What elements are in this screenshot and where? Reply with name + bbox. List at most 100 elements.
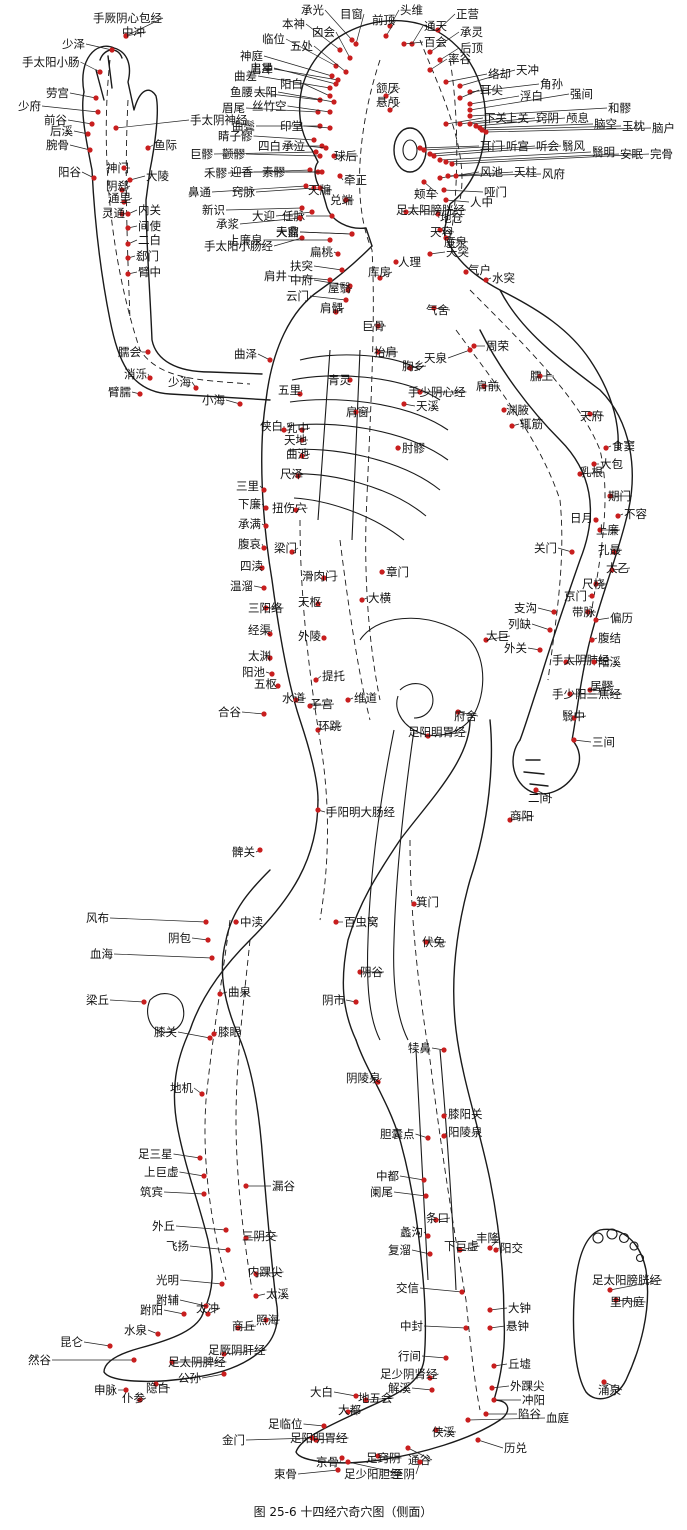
acupoint-label: 阴郄 [106, 179, 129, 193]
acupoint-215: 胆囊点 [380, 1127, 431, 1141]
acupoint-dot [93, 95, 99, 101]
acupoint-label: 天枢 [298, 595, 321, 609]
acupoint-148: 扭伤穴 [272, 501, 308, 515]
acupoint-label: 带脉 [572, 605, 595, 619]
leader-line [333, 1391, 357, 1397]
acupoint-label: 水突 [492, 271, 515, 285]
acupoint-265: 金门 [222, 1433, 315, 1447]
acupoint-label: 安眠 [620, 147, 643, 161]
acupoint-dot [611, 549, 617, 555]
acupoint-label: 天溪 [416, 399, 439, 413]
leader-line [477, 1439, 504, 1449]
acupoint-dot [313, 1437, 319, 1443]
acupoint-label: 少海 [168, 375, 191, 389]
acupoint-label: 下巨虚 [444, 1239, 479, 1253]
acupoint-158: 太乙 [606, 561, 631, 575]
acupoint-93: 新识 [202, 203, 305, 217]
acupoint-label: 鱼腰 [230, 85, 253, 99]
acupoint-label: 阴陵泉 [346, 1071, 381, 1085]
acupoint-73: 安眠 [443, 147, 643, 165]
acupoint-dot [85, 131, 91, 137]
acupoint-label: 玉枕 [622, 119, 645, 133]
acupoint-label: 内关 [138, 203, 161, 217]
acupoint-dot [487, 1307, 493, 1313]
acupoint-dot [119, 187, 125, 193]
acupoint-label: 侠溪 [432, 1425, 455, 1439]
leader-line [257, 75, 331, 89]
acupoint-label: 梁门 [274, 541, 297, 555]
acupoint-label: 灵通 [102, 206, 125, 220]
leader-line [315, 1437, 349, 1441]
acupoint-dot [137, 1397, 143, 1403]
acupoint-61: 玉枕 [479, 119, 645, 133]
acupoint-30: 承灵 [427, 25, 483, 55]
acupoint-dot [589, 637, 595, 643]
acupoint-dot [89, 121, 95, 127]
acupoint-dot [437, 227, 443, 233]
acupoint-dot [253, 1271, 259, 1277]
acupoint-label: 丰隆 [476, 1231, 499, 1245]
acupoint-label: 足少阴肾经 [380, 1367, 438, 1381]
acupoint-168: 偏历 [593, 611, 633, 625]
acupoint-dot [437, 175, 443, 181]
acupoint-131: 天府 [580, 409, 605, 423]
leader-line [445, 153, 620, 163]
acupoint-label: 中冲 [122, 25, 145, 39]
acupoint-dot [393, 259, 399, 265]
acupoint-label: 本神 [282, 17, 305, 31]
acupoint-label: 蠡沟 [400, 1225, 423, 1239]
acupoint-200: 伏兔 [422, 935, 446, 949]
acupoint-249: 然谷 [28, 1353, 137, 1367]
acupoint-dot [95, 109, 101, 115]
acupoint-dot [331, 153, 337, 159]
acupoint-dot [323, 145, 329, 151]
acupoint-label: 中封 [400, 1319, 423, 1333]
acupoint-dot [601, 1379, 607, 1385]
acupoint-dot [493, 1247, 499, 1253]
acupoint-dot [193, 385, 199, 391]
acupoint-258: 地五会 [358, 1391, 394, 1405]
acupoint-label: 翳明 [592, 145, 615, 159]
leader-line [439, 47, 460, 61]
acupoint-dot [487, 1325, 493, 1331]
acupoint-label: 京骨 [316, 1455, 339, 1469]
acupoint-label: 迎香 [230, 165, 253, 179]
acupoint-261: 大都 [338, 1403, 363, 1417]
acupoint-238: 悬钟 [487, 1319, 529, 1333]
acupoint-label: 渊腋 [506, 403, 529, 417]
acupoint-dot [123, 33, 129, 39]
acupoint-dot [533, 787, 539, 793]
leader-line [163, 1309, 185, 1315]
acupoint-label: 前顶 [372, 13, 395, 27]
acupoint-dot [425, 1135, 431, 1141]
acupoint-label: 后溪 [50, 124, 73, 138]
acupoint-91: 足太阳膀胱经 [396, 203, 467, 217]
acupoint-label: 阴包 [168, 931, 191, 945]
acupoint-dot [257, 847, 263, 853]
acupoint-dot [297, 215, 303, 221]
acupoint-213: 阳陵泉 [441, 1125, 483, 1139]
acupoint-81: 天柱 [445, 165, 537, 179]
acupoint-dot [333, 309, 339, 315]
acupoint-35: 神庭 [240, 49, 335, 79]
acupoint-166: 大横 [359, 591, 391, 605]
acupoint-label: 天鼎 [276, 225, 299, 239]
acupoint-217: 中都 [376, 1169, 427, 1183]
acupoint-label: 手阳明大肠经 [326, 805, 395, 819]
acupoint-dot [383, 33, 389, 39]
acupoint-47: 悬颅 [376, 95, 401, 113]
acupoint-dot [417, 145, 423, 151]
acupoint-dot [433, 1427, 439, 1433]
acupoint-119: 曲泽 [234, 347, 273, 363]
leader-line [275, 211, 313, 217]
acupoint-dot [201, 1191, 207, 1197]
acupoint-126: 肩前 [476, 379, 500, 393]
acupoint-dot [347, 377, 353, 383]
leader-line [459, 1245, 480, 1251]
acupoint-label: 京门 [564, 589, 587, 603]
acupoint-dot [441, 187, 447, 193]
acupoint-116: 抬肩 [374, 345, 398, 359]
acupoint-dot [293, 507, 299, 513]
leader-line [277, 91, 335, 103]
leader-line [227, 169, 311, 174]
